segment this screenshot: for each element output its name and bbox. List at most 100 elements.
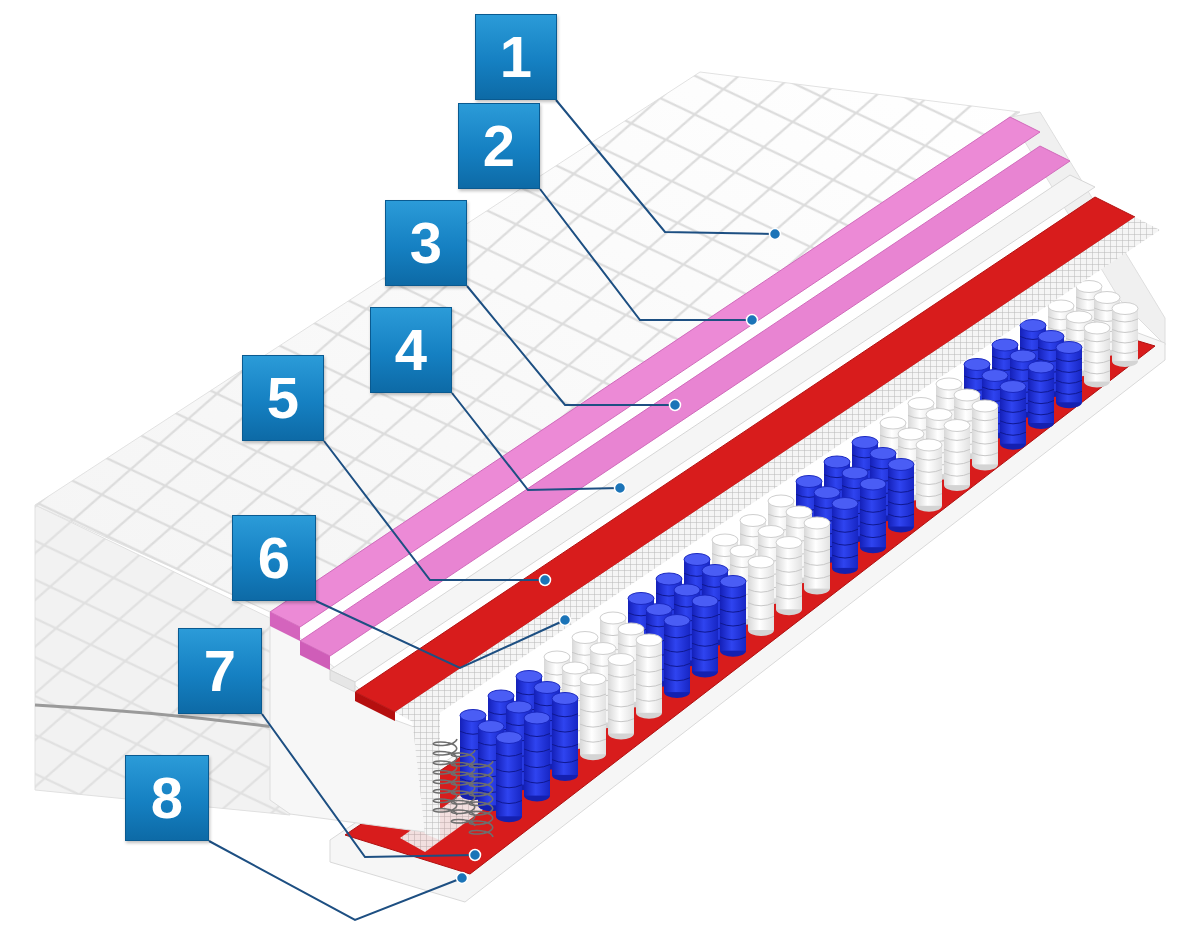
spring-top xyxy=(524,712,550,724)
spring-top xyxy=(992,339,1018,351)
spring-body xyxy=(1056,348,1082,403)
pocket-spring xyxy=(804,517,830,595)
callout-number: 1 xyxy=(500,28,532,86)
spring-top xyxy=(590,643,616,655)
pocket-spring xyxy=(776,537,802,616)
white-foam-layer xyxy=(330,175,1095,682)
spring-top xyxy=(776,537,802,549)
spring-rib xyxy=(832,516,858,519)
spring-top xyxy=(628,593,654,605)
spring-rib xyxy=(916,469,942,472)
spring-rib xyxy=(1028,412,1054,415)
spring-rib xyxy=(636,669,662,672)
pocket-spring xyxy=(832,498,858,574)
spring-rib xyxy=(1056,369,1082,372)
spring-top xyxy=(712,534,738,546)
pocket-spring xyxy=(580,673,606,760)
spring-top xyxy=(786,506,812,518)
spring-rib xyxy=(1028,389,1054,392)
cover-top xyxy=(35,72,1020,612)
spring-top xyxy=(1010,350,1036,362)
spring-top xyxy=(646,604,672,616)
spring-rib xyxy=(944,461,970,464)
pocket-spring xyxy=(552,693,578,781)
spring-rib xyxy=(804,562,830,565)
pocket-spring xyxy=(916,439,942,512)
spring-rib xyxy=(1084,371,1110,374)
pocket-spring xyxy=(496,732,522,823)
spring-rib xyxy=(720,609,746,612)
spring-rib xyxy=(720,637,746,640)
spring-rib xyxy=(608,674,634,677)
spring-top xyxy=(842,467,868,479)
spring-rib xyxy=(972,429,998,432)
spring-top xyxy=(1094,292,1120,304)
spring-rib xyxy=(524,780,550,783)
spring-top xyxy=(852,437,878,449)
spring-top xyxy=(572,632,598,644)
spring-rib xyxy=(944,473,970,476)
spring-rib xyxy=(972,453,998,456)
spring-rib xyxy=(972,441,998,444)
spring-top xyxy=(898,428,924,440)
spring-top xyxy=(796,476,822,488)
cover-quilting xyxy=(35,72,1020,612)
spring-top xyxy=(916,439,942,451)
spring-rib xyxy=(608,704,634,707)
pink-foam-layer xyxy=(300,146,1070,656)
spring-rib xyxy=(748,616,774,619)
spring-top xyxy=(972,400,998,412)
leader-dot xyxy=(770,229,781,240)
spring-top xyxy=(926,409,952,421)
spring-rib xyxy=(832,542,858,545)
spring-top xyxy=(1020,320,1046,332)
spring-rib xyxy=(1112,350,1138,353)
callout-number: 5 xyxy=(267,369,299,427)
spring-body xyxy=(916,445,942,506)
spring-rib xyxy=(888,514,914,517)
spring-rib xyxy=(720,595,746,598)
spring-top xyxy=(496,732,522,744)
spring-rib xyxy=(664,678,690,681)
callout-number: 4 xyxy=(395,321,427,379)
leader-line xyxy=(452,393,620,490)
callout-number: 2 xyxy=(483,117,515,175)
spring-rib xyxy=(496,753,522,756)
spring-rib xyxy=(1028,378,1054,381)
spring-top xyxy=(618,623,644,635)
spring-rib xyxy=(944,449,970,452)
spring-rib xyxy=(552,729,578,732)
steel-coil xyxy=(469,761,493,837)
spring-rib xyxy=(524,734,550,737)
spring-rib xyxy=(580,724,606,727)
spring-top xyxy=(600,612,626,624)
spring-top xyxy=(534,682,560,694)
leader-dot xyxy=(747,315,758,326)
spring-top xyxy=(804,517,830,529)
spring-rib xyxy=(1112,329,1138,332)
spring-body xyxy=(1000,387,1026,444)
spring-top xyxy=(636,634,662,646)
spring-rib xyxy=(1084,360,1110,363)
leader-line xyxy=(467,286,675,405)
spring-top xyxy=(964,359,990,371)
leader-line xyxy=(209,841,462,920)
spring-rib xyxy=(832,555,858,558)
spring-top xyxy=(832,498,858,510)
spring-rib xyxy=(608,719,634,722)
callout-number: 6 xyxy=(258,529,290,587)
spring-top xyxy=(608,654,634,666)
spring-rib xyxy=(1000,432,1026,435)
spring-rib xyxy=(804,549,830,552)
spring-rib xyxy=(720,623,746,626)
spring-top xyxy=(720,576,746,588)
spring-rib xyxy=(832,529,858,532)
spring-rib xyxy=(888,502,914,505)
white-foam-front xyxy=(330,670,355,692)
spring-body xyxy=(944,426,970,486)
spring-rib xyxy=(776,569,802,572)
leader-line xyxy=(262,714,475,857)
pocket-spring xyxy=(860,478,886,553)
